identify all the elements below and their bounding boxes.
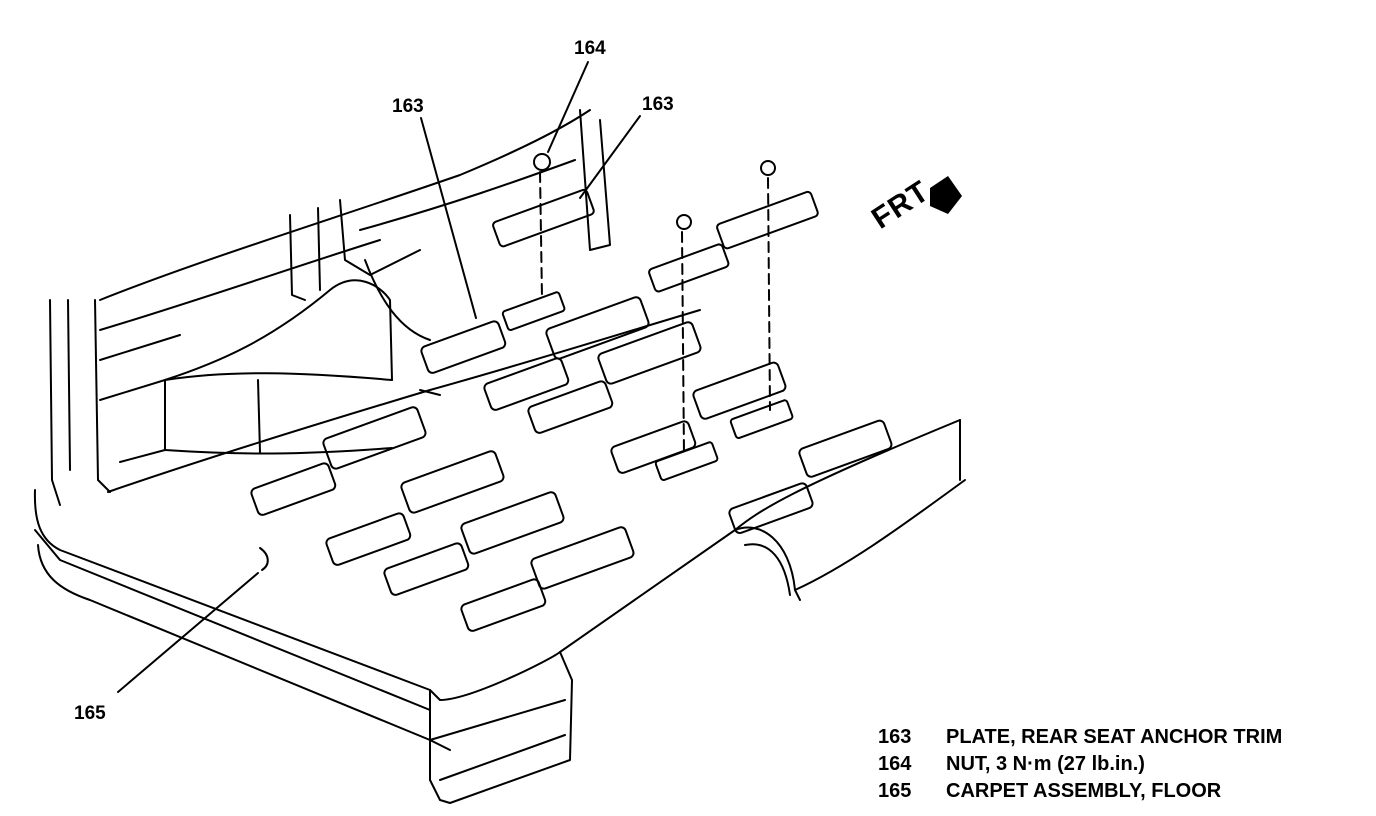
carpet-floor-outline <box>33 309 966 804</box>
callout-165: 165 <box>74 703 106 724</box>
wheel-well-box <box>99 279 393 463</box>
legend-description: NUT, 3 N·m (27 lb.in.) <box>946 753 1145 775</box>
nuts <box>533 153 776 230</box>
legend-number: 163 <box>878 726 912 748</box>
install-lines <box>539 171 771 456</box>
trim-plates <box>492 188 819 293</box>
legend-row: 164 NUT, 3 N·m (27 lb.in.) <box>878 751 1282 778</box>
callout-164: 164 <box>574 38 606 59</box>
legend-row: 163 PLATE, REAR SEAT ANCHOR TRIM <box>878 724 1282 751</box>
legend-number: 165 <box>878 780 912 802</box>
parts-legend: 163 PLATE, REAR SEAT ANCHOR TRIM 164 NUT… <box>878 724 1282 805</box>
legend-description: CARPET ASSEMBLY, FLOOR <box>946 780 1222 802</box>
legend-row: 165 CARPET ASSEMBLY, FLOOR <box>878 778 1282 805</box>
callout-163-left: 163 <box>392 96 424 117</box>
front-arrow-icon <box>930 176 962 214</box>
legend-number: 164 <box>878 753 912 775</box>
legend-description: PLATE, REAR SEAT ANCHOR TRIM <box>946 726 1283 748</box>
rear-body-wall <box>49 109 611 506</box>
anchor-pads <box>250 291 893 632</box>
callout-163-right: 163 <box>642 94 674 115</box>
leader-lines <box>117 61 641 693</box>
